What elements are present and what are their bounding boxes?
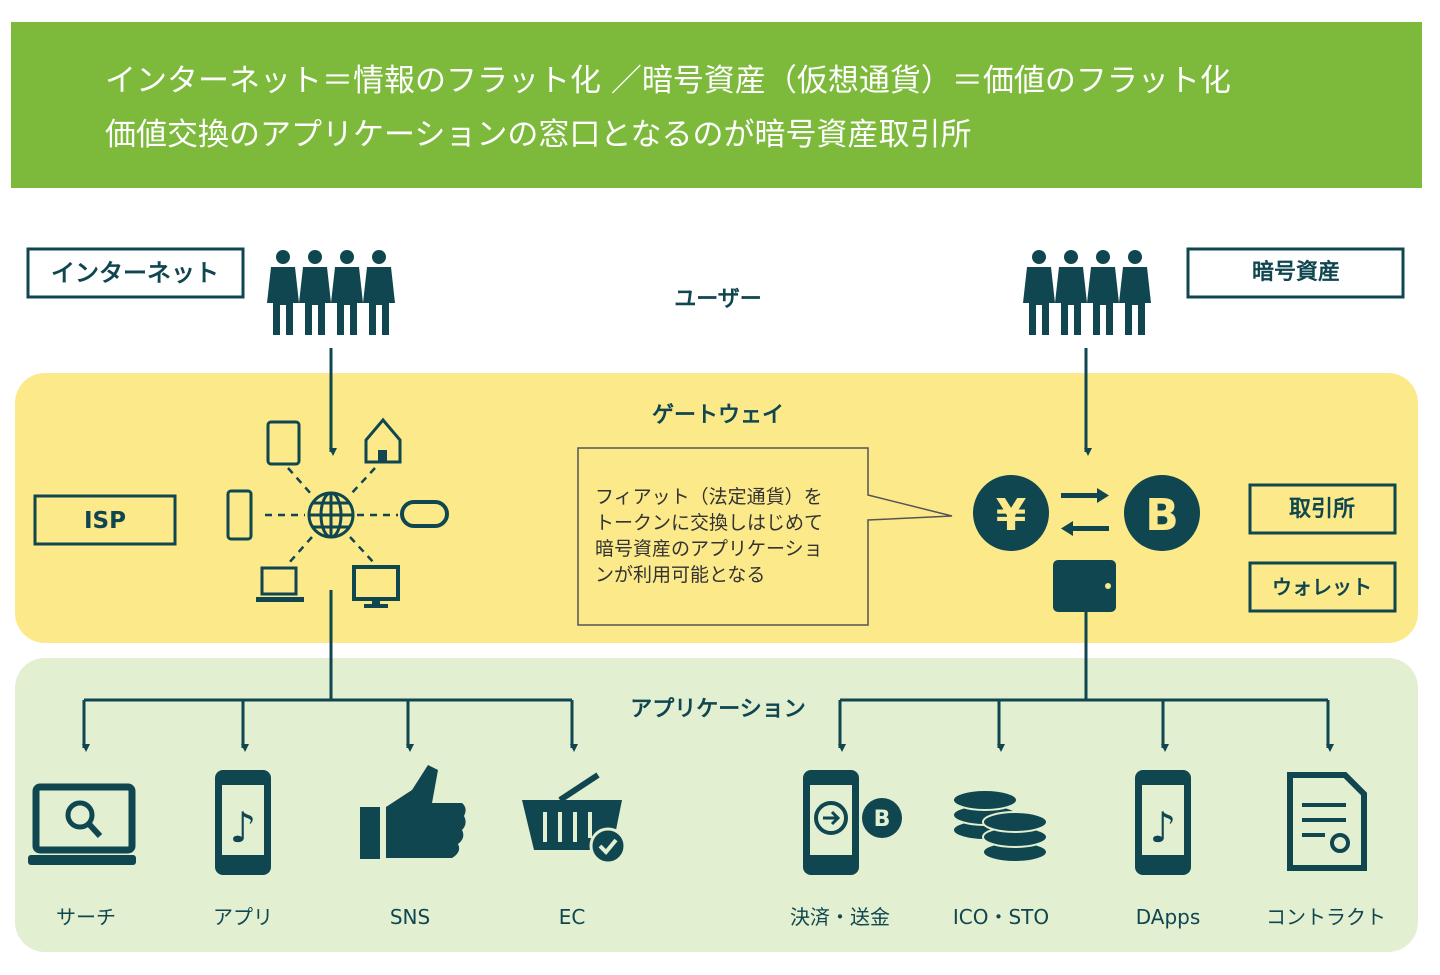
isp-box (33, 494, 177, 546)
app-label-dapps: DApps (1136, 905, 1201, 929)
callout-box (577, 447, 953, 626)
isp-label: ISP (84, 508, 126, 534)
app-label-ec: EC (559, 905, 586, 929)
globe-icon (307, 491, 355, 539)
internet-label: インターネット (51, 259, 219, 287)
users-icon-right (1023, 250, 1151, 335)
header-line-1: インターネット＝情報のフラット化 ／暗号資産（仮想通貨）＝価値のフラット化 (105, 63, 1231, 99)
layer-label-users: ユーザー (674, 287, 762, 312)
svg-text:♪: ♪ (1150, 803, 1177, 852)
users-icon-left (267, 250, 395, 335)
exchange-label: 取引所 (1289, 497, 1355, 522)
crypto-asset-box (1186, 247, 1405, 299)
yen-coin-icon (973, 475, 1049, 551)
svg-text:♪: ♪ (230, 803, 257, 852)
application-tree-right (838, 612, 1334, 752)
music-app-phone-icon: ♪ (215, 770, 271, 875)
exchange-arrows-icon (1061, 488, 1109, 536)
search-laptop-icon (28, 783, 136, 865)
tablet-icon (266, 420, 301, 466)
contract-document-icon (1287, 772, 1367, 871)
layer-label-application: アプリケーション (630, 697, 806, 722)
wallet-box (1248, 561, 1397, 613)
app-label-sns: SNS (390, 905, 430, 929)
laptop-icon (260, 566, 298, 596)
shopping-basket-icon (522, 772, 627, 865)
yen-symbol: ¥ (996, 490, 1027, 541)
bitcoin-coin-icon (1124, 475, 1200, 551)
app-label-payment: 決済・送金 (790, 905, 890, 929)
wallet-label: ウォレット (1272, 575, 1372, 599)
coin-stacks-icon (952, 789, 1048, 863)
device-connections (265, 467, 398, 565)
app-label-apps: アプリ (213, 905, 273, 929)
app-label-ico-sto: ICO・STO (953, 905, 1049, 929)
game-console-icon (400, 500, 449, 528)
application-band (15, 658, 1418, 952)
smartphone-icon (226, 489, 253, 541)
thumbs-up-icon (360, 765, 466, 859)
app-label-contract: コントラクト (1266, 905, 1386, 929)
header-line-2: 価値交換のアプリケーションの窓口となるのが暗号資産取引所 (105, 117, 971, 153)
payment-phone-icon: B (803, 770, 902, 875)
dapps-phone-icon: ♪ (1135, 770, 1191, 875)
header-banner (11, 22, 1422, 188)
internet-box (26, 247, 245, 299)
callout-line-3: 暗号資産のアプリケーショ (595, 538, 823, 560)
app-label-search: サーチ (56, 905, 116, 929)
layer-label-gateway: ゲートウェイ (652, 403, 784, 428)
application-tree-left (82, 590, 578, 752)
home-icon (364, 417, 402, 464)
callout-line-2: トークンに交換しはじめて (595, 512, 823, 534)
crypto-asset-label: 暗号資産 (1252, 259, 1340, 285)
bitcoin-symbol: B (1145, 490, 1179, 541)
wallet-icon (1053, 560, 1116, 612)
callout-line-4: ンが利用可能となる (595, 564, 765, 586)
callout-line-1: フィアット（法定通貨）を (595, 486, 823, 508)
svg-text:B: B (874, 807, 891, 832)
exchange-box (1248, 483, 1397, 535)
